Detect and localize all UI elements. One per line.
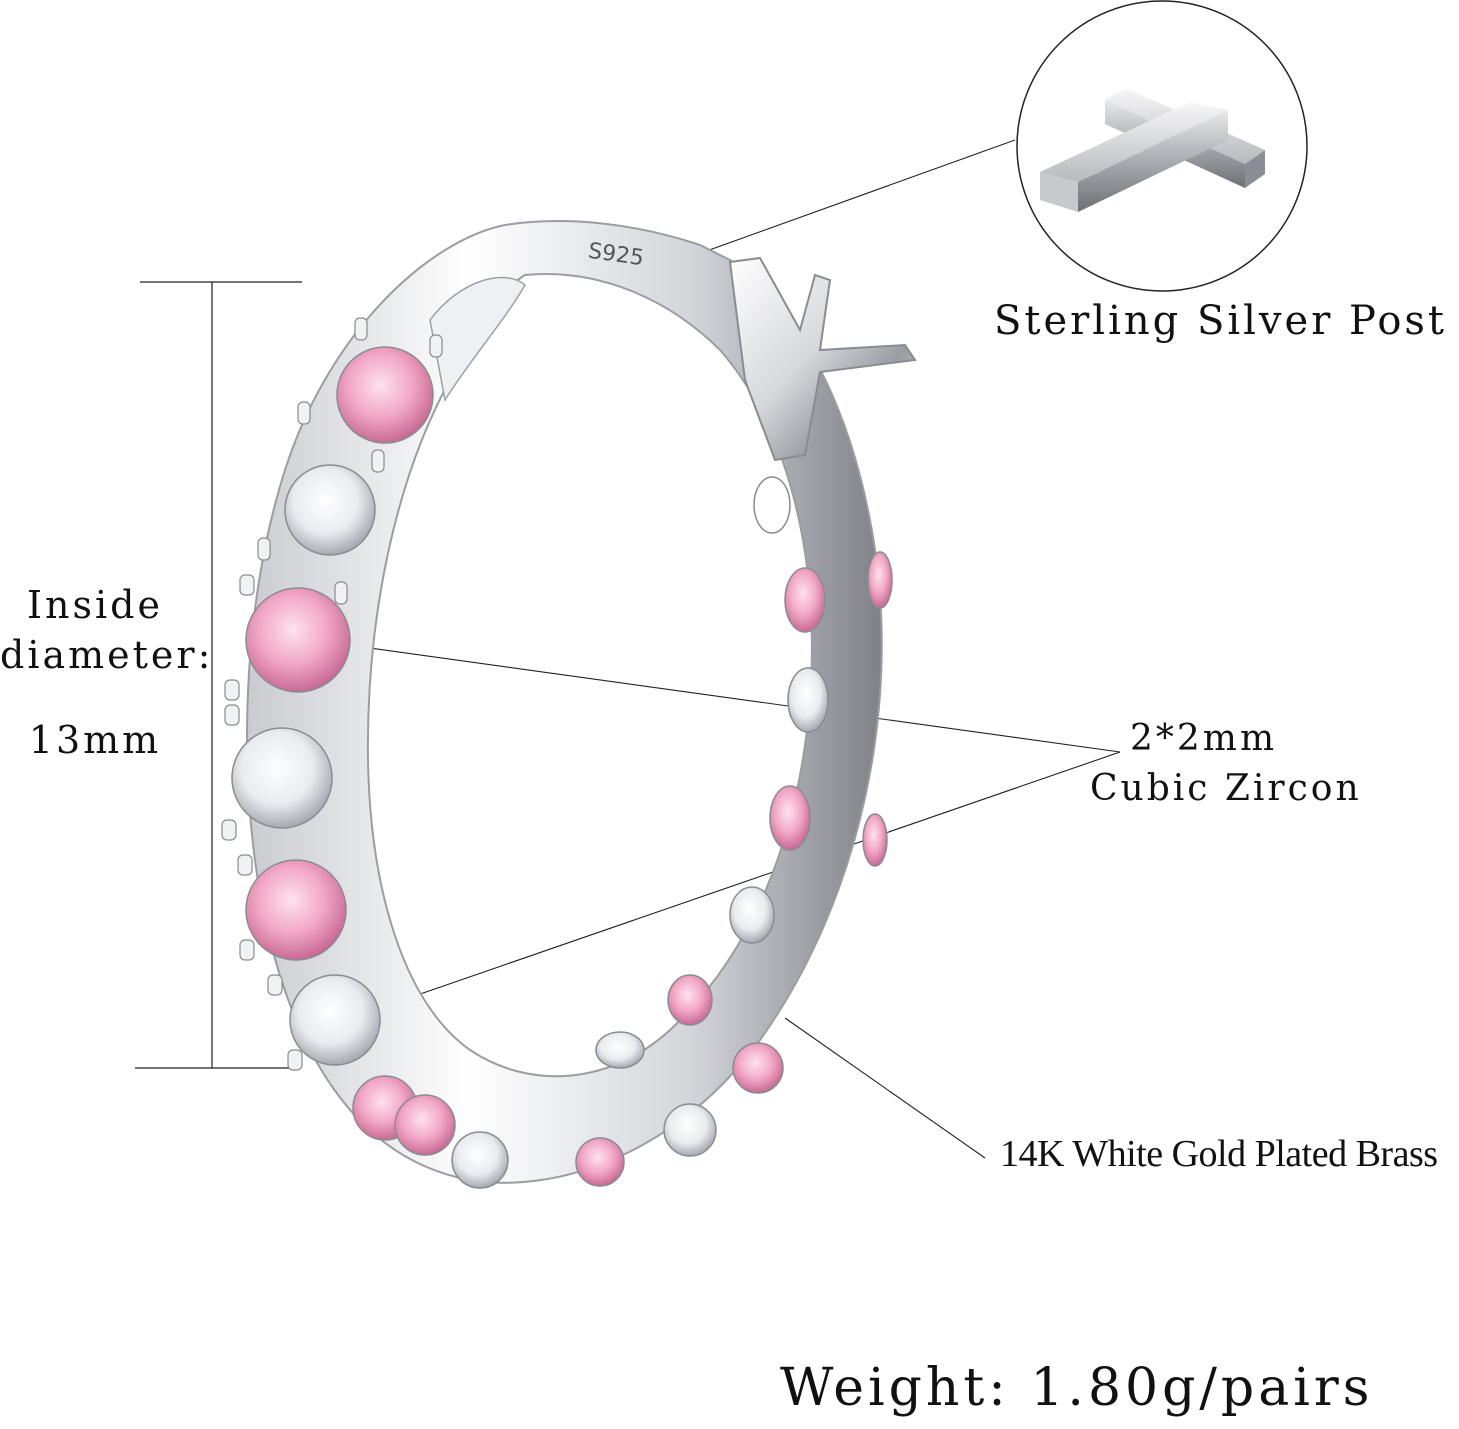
hoop-clasp [728,256,917,462]
stone-prongs [221,317,443,1071]
plating-callout-line [784,1017,986,1159]
silver-bar-back-end [1245,150,1265,188]
stone-callout-line-lower [344,751,1121,1021]
weight-label: Weight: 1.80g/pairs [780,1358,1374,1418]
hoop-hinge [429,276,526,403]
silver-bar-front-end [1040,172,1078,212]
silver-bars-inset [1016,0,1308,292]
callout-lines [311,139,1121,1159]
hoop-earring [221,220,917,1189]
pink-stone [336,346,434,444]
stone-callout-line-upper [311,639,1121,753]
stone-size-label: 2*2mm [1130,718,1278,759]
clear-stone [451,1131,509,1189]
diameter-label-line1: Inside [27,583,163,627]
diameter-label-line2: diameter: [0,633,214,677]
stone-type-label: Cubic Zircon [1090,768,1362,809]
pink-stone [732,1042,784,1094]
silver-bar-front-side [1078,110,1228,212]
sterling-silver-post-label: Sterling Silver Post [994,298,1448,344]
stone-seats [595,476,893,1069]
plating-label: 14K White Gold Plated Brass [1000,1133,1438,1175]
clear-stone [289,974,381,1066]
pink-stone [394,1094,456,1156]
silver-bar-front-top [1040,102,1228,182]
pink-stone [575,1137,625,1187]
pink-stone [245,859,347,961]
diameter-dimension-guide [135,281,302,1069]
stone-row [231,346,784,1189]
clear-stone [284,464,376,556]
clear-stone [663,1103,717,1157]
diameter-value: 13mm [28,718,162,762]
post-callout-line [675,139,1016,263]
clear-stone [231,727,333,829]
pink-stone [245,587,351,693]
